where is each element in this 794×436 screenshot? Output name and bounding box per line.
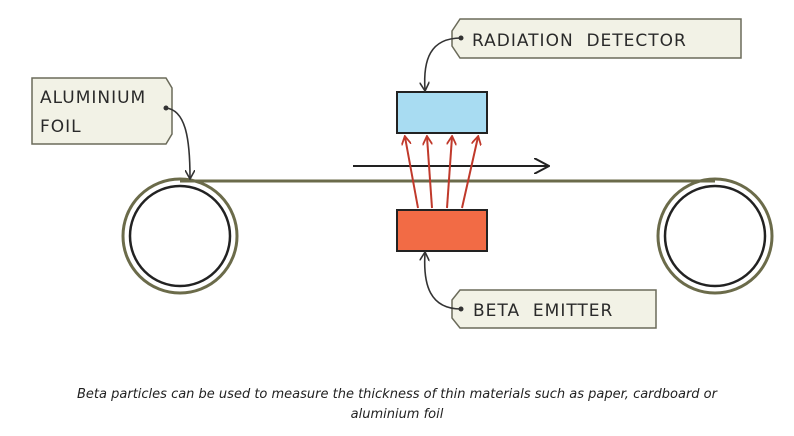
emitter-tag-pointer bbox=[425, 253, 462, 310]
aluminium-foil-tag: ALUMINIUM FOIL bbox=[31, 77, 173, 145]
radiation-detector-label: RADIATION DETECTOR bbox=[472, 31, 687, 51]
beta-emitter-tag: BETA EMITTER bbox=[451, 289, 657, 329]
aluminium-foil-label-line1: ALUMINIUM bbox=[40, 88, 146, 108]
foil-tag-pointer bbox=[165, 107, 190, 178]
aluminium-foil-label-line2: FOIL bbox=[40, 117, 82, 137]
beta-emitter-label: BETA EMITTER bbox=[473, 301, 613, 321]
radiation-detector-tag: RADIATION DETECTOR bbox=[451, 18, 742, 59]
caption-line-2: aluminium foil bbox=[350, 407, 444, 422]
figure-caption: Beta particles can be used to measure th… bbox=[0, 385, 794, 425]
radiation-arrows bbox=[405, 137, 478, 209]
beta-emitter-box bbox=[396, 209, 488, 252]
radiation-arrow bbox=[427, 137, 433, 209]
radiation-arrow bbox=[446, 137, 452, 209]
radiation-detector-box bbox=[396, 91, 488, 134]
radiation-arrow bbox=[405, 137, 419, 209]
radiation-arrow bbox=[461, 137, 478, 209]
caption-line-1: Beta particles can be used to measure th… bbox=[77, 387, 717, 402]
right-roller bbox=[656, 177, 774, 295]
left-roller bbox=[121, 177, 239, 295]
detector-tag-pointer bbox=[425, 37, 462, 90]
